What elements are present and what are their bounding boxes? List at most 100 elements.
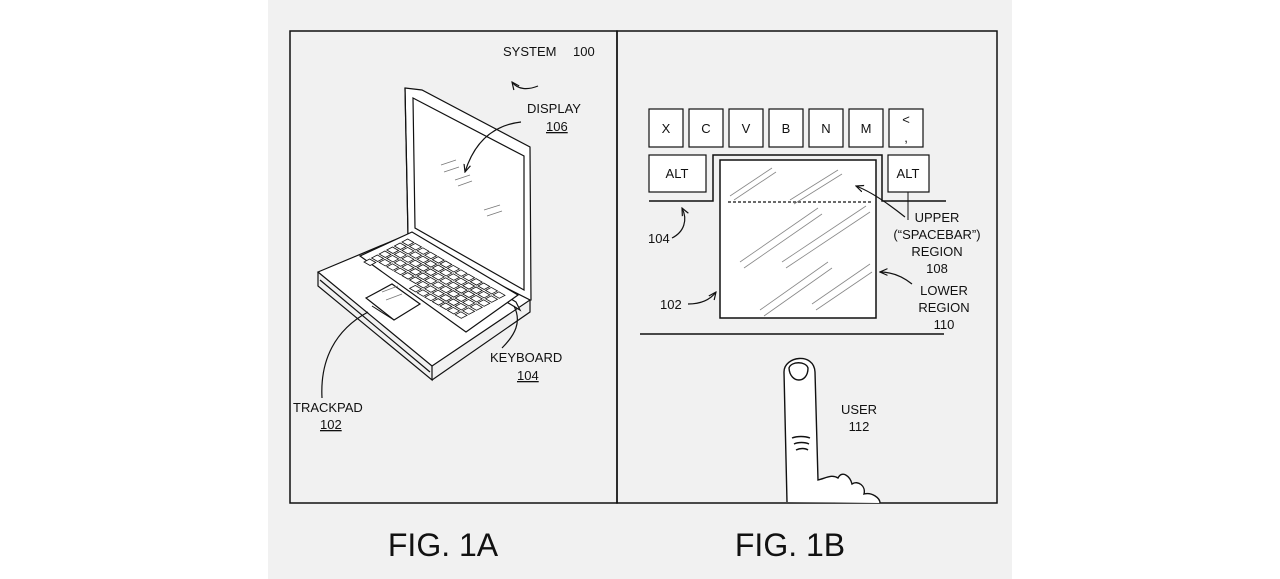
laptop-key [454,269,468,277]
trackpad-hatch [729,167,873,317]
laptop-key [408,259,423,268]
user-number: 112 [849,419,870,434]
upper-region-line3: REGION [911,244,962,259]
lower-region-line2: REGION [918,300,969,315]
laptop-key [484,295,499,303]
laptop-key [439,285,453,294]
upper-region-line2: (“SPACEBAR”) [893,227,980,242]
laptop-key [385,246,400,254]
fig1a-caption: FIG. 1A [388,527,499,563]
svg-text:B: B [782,121,791,136]
laptop-key [461,290,476,298]
key-v: V [728,108,764,148]
laptop-key [454,294,468,302]
laptop-key [477,282,491,290]
fig1b-trackpad-ref: 102 [660,297,682,312]
upper-region-number: 108 [926,261,948,276]
laptop-key [477,290,491,299]
laptop-key [401,272,415,280]
trackpad-label: TRACKPAD [293,400,363,415]
laptop-key [492,291,506,299]
laptop-key [423,285,438,293]
keyboard-leader [501,305,518,349]
upper-region-arrow [856,186,906,218]
system-number: 100 [573,44,595,59]
laptop-key [423,260,438,268]
laptop-key [431,256,446,264]
fig1b-keyboard-ref: 104 [648,231,670,246]
system-label: SYSTEM [503,44,556,59]
display-number: 106 [546,119,568,134]
key-c: C [688,108,724,148]
laptop-key [461,307,476,315]
laptop-key [408,284,423,293]
svg-text:,: , [904,130,908,145]
keyboard-number: 104 [517,368,539,383]
fig1b-caption: FIG. 1B [735,527,845,563]
svg-text:X: X [662,121,671,136]
key-m: M [848,108,884,148]
upper-region-line1: UPPER [915,210,960,225]
laptop-key [446,298,461,306]
user-finger-icon [783,357,881,504]
laptop-key [408,276,423,284]
laptop-illustration [316,87,532,382]
laptop-key [423,251,438,260]
laptop-key [378,250,392,258]
laptop-key [401,263,415,272]
display-glare-marks [381,159,503,301]
laptop-key [401,238,415,246]
laptop-key [416,264,430,272]
laptop-key [393,267,408,276]
svg-text:C: C [701,121,710,136]
laptop-key [446,306,461,315]
laptop-key [416,255,430,264]
laptop-key [469,303,484,311]
laptop-key [446,264,461,273]
laptop-key [446,290,461,298]
laptop-key [439,302,453,310]
laptop-key [408,268,423,276]
laptop-key [431,272,446,281]
laptop-key [408,251,423,259]
alt-key-left: ALT [648,154,707,193]
laptop-key [446,281,461,290]
laptop-key [416,247,430,255]
laptop-key [431,289,446,298]
trackpad-ref-arrow [687,292,716,305]
svg-text:ALT: ALT [666,166,689,181]
keyboard-edge [649,154,946,202]
laptop-key [378,258,392,267]
laptop-key [454,277,468,286]
laptop-key [431,298,446,306]
trackpad-leader [321,311,369,399]
laptop-key [423,276,438,285]
laptop-keyboard-keys [363,238,506,319]
laptop-key [469,278,484,286]
laptop-key [469,294,484,303]
laptop-key [454,311,468,319]
display-label: DISPLAY [527,101,581,116]
system-arrow [512,82,539,89]
laptop-key [439,294,453,302]
svg-text:M: M [861,121,872,136]
laptop-key [446,273,461,281]
laptop-key [431,264,446,272]
laptop-key [439,277,453,285]
trackpad-surface [719,159,877,319]
fig1b-frame [616,30,998,504]
laptop-key [416,289,430,297]
keyboard-ref-arrow [671,208,685,239]
laptop-key [439,268,453,277]
key-x: X [648,108,684,148]
display-arrow [465,121,522,172]
laptop-key [401,246,415,255]
alt-key-right: ALT [887,154,930,193]
laptop-key [461,298,476,307]
key-n: N [808,108,844,148]
laptop-key [454,302,468,311]
laptop-key [385,254,400,263]
laptop-key [454,286,468,294]
